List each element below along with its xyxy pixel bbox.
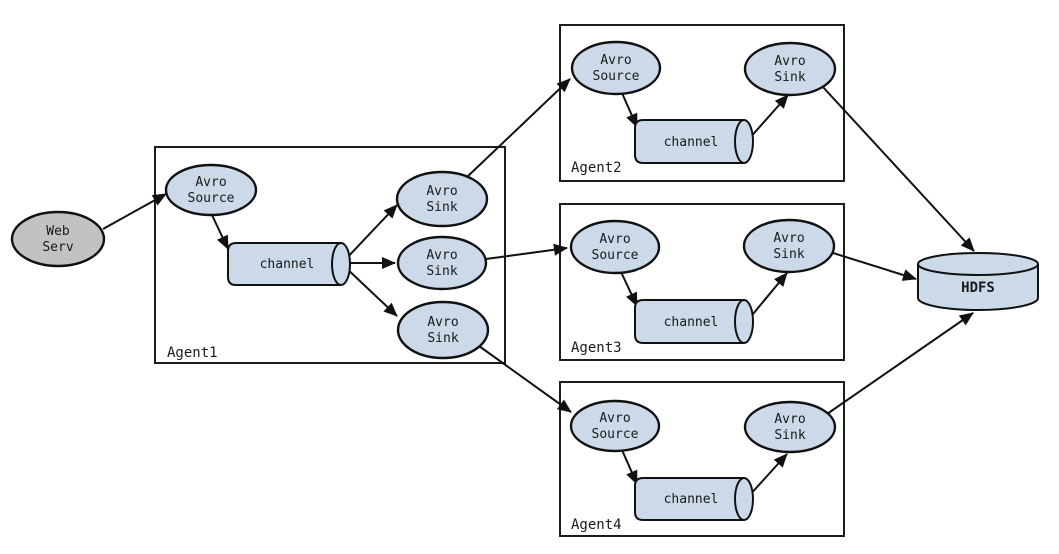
edge-webserv-to-agent1-source bbox=[102, 193, 167, 230]
agent2-channel-node: channel bbox=[634, 119, 754, 164]
agent3-avro-source-label-line2: Source bbox=[592, 248, 639, 263]
agent1-avro-sink2-ellipse bbox=[396, 235, 488, 291]
agent3-avro-source-ellipse bbox=[569, 219, 661, 275]
edge-agent1-channel-to-sink3 bbox=[343, 265, 398, 317]
agent2-avro-sink-ellipse bbox=[743, 41, 837, 97]
agent1-channel-label: channel bbox=[260, 257, 315, 272]
webserv-node: Web Serv bbox=[10, 210, 106, 268]
agent4-avro-source-label-line2: Source bbox=[592, 427, 639, 442]
agent3-channel-cap bbox=[734, 299, 754, 344]
hdfs-label: HDFS bbox=[961, 280, 995, 296]
agent1-label: Agent1 bbox=[167, 345, 218, 361]
agent1-channel-node: channel bbox=[227, 242, 351, 286]
agent3-avro-source-label-line1: Avro bbox=[599, 232, 630, 247]
agent2-channel-cap bbox=[734, 119, 754, 164]
edge-agent3-sink-to-hdfs bbox=[832, 252, 917, 281]
edge-agent2-source-to-channel bbox=[621, 92, 638, 128]
hdfs-node: HDFS bbox=[917, 252, 1039, 311]
agent2-avro-source-ellipse bbox=[570, 40, 662, 96]
agent3-label: Agent3 bbox=[571, 340, 622, 356]
agent1-avro-sink2-label-line1: Avro bbox=[426, 248, 457, 263]
agent2-avro-source-label-line2: Source bbox=[593, 69, 640, 84]
agent1-avro-sink3-node: Avro Sink bbox=[396, 300, 490, 360]
agent3-avro-sink-label-line1: Avro bbox=[773, 231, 804, 246]
agent2-channel-body bbox=[634, 119, 744, 164]
agent2-avro-sink-label-line2: Sink bbox=[774, 70, 805, 85]
agent2-avro-sink-label-line1: Avro bbox=[774, 54, 805, 69]
edge-agent4-source-to-channel bbox=[621, 449, 638, 485]
agent3-box bbox=[559, 203, 845, 361]
edge-agent1-sink1-to-agent2-source bbox=[466, 78, 571, 178]
agent2-avro-source-node: Avro Source bbox=[570, 40, 662, 96]
agent1-avro-sink1-label-line2: Sink bbox=[426, 200, 457, 215]
agent3-channel-label: channel bbox=[664, 315, 719, 330]
agent4-box bbox=[559, 381, 845, 537]
agent4-avro-sink-label-line1: Avro bbox=[774, 412, 805, 427]
agent2-label: Agent2 bbox=[571, 160, 622, 176]
agent4-channel-node: channel bbox=[634, 477, 754, 521]
agent2-avro-sink-node: Avro Sink bbox=[743, 41, 837, 97]
edge-agent3-channel-to-sink bbox=[747, 272, 788, 321]
agent3-channel-body bbox=[634, 299, 744, 344]
agent1-avro-sink1-label-line1: Avro bbox=[426, 184, 457, 199]
agent4-channel-body bbox=[634, 477, 744, 521]
agent4-label: Agent4 bbox=[571, 517, 622, 533]
agent2-box bbox=[559, 24, 845, 182]
agent1-avro-source-ellipse bbox=[164, 163, 258, 217]
webserv-ellipse bbox=[10, 210, 106, 268]
agent1-avro-sink3-ellipse bbox=[396, 300, 490, 360]
agent4-channel-cap bbox=[734, 477, 754, 521]
agent1-avro-sink1-ellipse bbox=[395, 170, 489, 228]
agent4-avro-source-node: Avro Source bbox=[569, 399, 661, 453]
agent3-avro-sink-label-line2: Sink bbox=[773, 247, 804, 262]
agent1-avro-sink2-label-line2: Sink bbox=[426, 264, 457, 279]
webserv-label-line1: Web bbox=[46, 224, 70, 239]
edge-agent1-sink3-to-agent4-source bbox=[478, 345, 572, 413]
agent3-avro-sink-ellipse bbox=[742, 218, 836, 274]
agent4-avro-sink-node: Avro Sink bbox=[743, 400, 837, 454]
agent4-avro-source-ellipse bbox=[569, 399, 661, 453]
agent4-avro-sink-label-line2: Sink bbox=[774, 428, 805, 443]
agent4-avro-sink-ellipse bbox=[743, 400, 837, 454]
agent4-avro-source-label-line1: Avro bbox=[599, 411, 630, 426]
edge-agent4-sink-to-hdfs bbox=[826, 312, 974, 415]
agent1-channel-cap bbox=[331, 242, 351, 286]
agent1-avro-source-node: Avro Source bbox=[164, 163, 258, 217]
edge-agent4-channel-to-sink bbox=[747, 453, 788, 498]
hdfs-cylinder-body bbox=[917, 264, 1039, 311]
agent2-channel-label: channel bbox=[664, 135, 719, 150]
agent1-avro-sink1-node: Avro Sink bbox=[395, 170, 489, 228]
agent3-avro-source-node: Avro Source bbox=[569, 219, 661, 275]
agent1-avro-source-label-line2: Source bbox=[188, 191, 235, 206]
agent1-avro-source-label-line1: Avro bbox=[195, 175, 226, 190]
agent1-channel-body bbox=[227, 242, 341, 286]
edge-agent2-sink-to-hdfs bbox=[821, 85, 975, 252]
agent3-channel-node: channel bbox=[634, 299, 754, 344]
edge-agent1-channel-to-sink1 bbox=[343, 204, 398, 262]
edge-agent1-sink2-to-agent3-source bbox=[485, 243, 568, 260]
agent1-avro-sink3-label-line1: Avro bbox=[427, 315, 458, 330]
agent1-avro-sink2-node: Avro Sink bbox=[396, 235, 488, 291]
webserv-label-line2: Serv bbox=[42, 240, 73, 255]
agent1-avro-sink3-label-line2: Sink bbox=[427, 331, 458, 346]
agent3-avro-sink-node: Avro Sink bbox=[742, 218, 836, 274]
edge-agent2-channel-to-sink bbox=[747, 94, 789, 141]
edge-agent3-source-to-channel bbox=[620, 271, 638, 307]
agent4-channel-label: channel bbox=[664, 492, 719, 507]
agent1-box bbox=[154, 146, 506, 364]
edge-agent1-source-to-channel bbox=[211, 214, 229, 250]
hdfs-cylinder-top bbox=[917, 252, 1039, 276]
agent2-avro-source-label-line1: Avro bbox=[600, 53, 631, 68]
